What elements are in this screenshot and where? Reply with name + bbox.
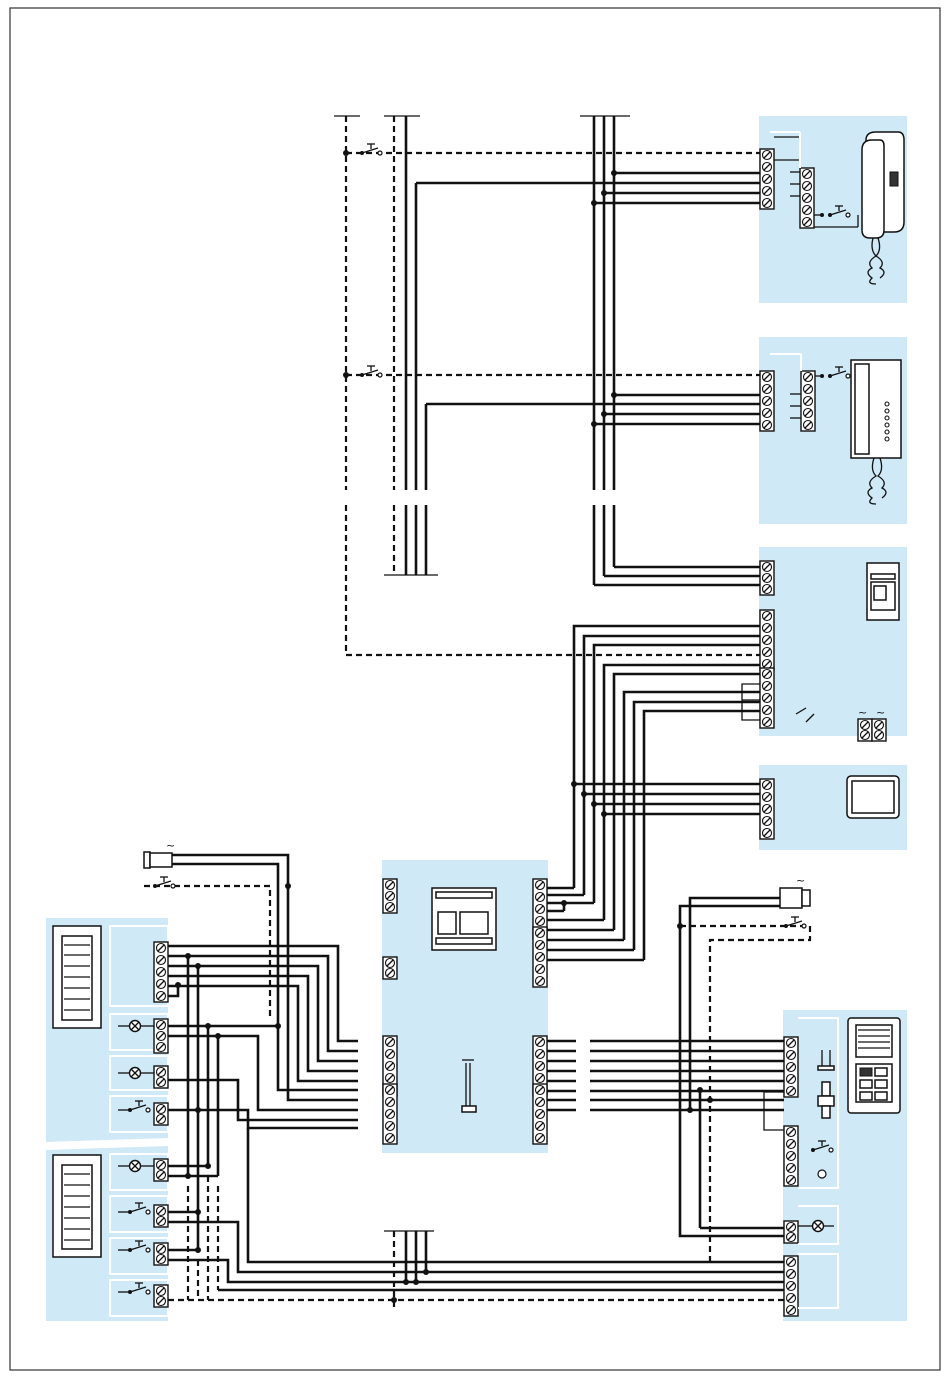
- controller-upper-links: [547, 888, 644, 960]
- monitor-icon: [847, 776, 899, 818]
- ac-symbol-right: ~: [876, 706, 885, 719]
- relay-icon: [867, 563, 899, 620]
- ac-symbol-top-left: ~: [166, 839, 175, 852]
- ac-adapter-top: ~: [144, 839, 175, 868]
- ac-symbol-right-top: ~: [796, 874, 805, 887]
- ac-symbol-left: ~: [858, 706, 867, 719]
- door-entry-panel-icon: [848, 1018, 900, 1113]
- control-unit-icon: [432, 888, 496, 950]
- riser-lower: [384, 1231, 434, 1310]
- riser-upper: [334, 116, 630, 655]
- push-button-panel-icon: [53, 1155, 101, 1257]
- ac-adapter-right: ~: [780, 874, 810, 908]
- branch-monitor: [571, 779, 774, 839]
- push-button-panel-icon: [53, 926, 101, 1028]
